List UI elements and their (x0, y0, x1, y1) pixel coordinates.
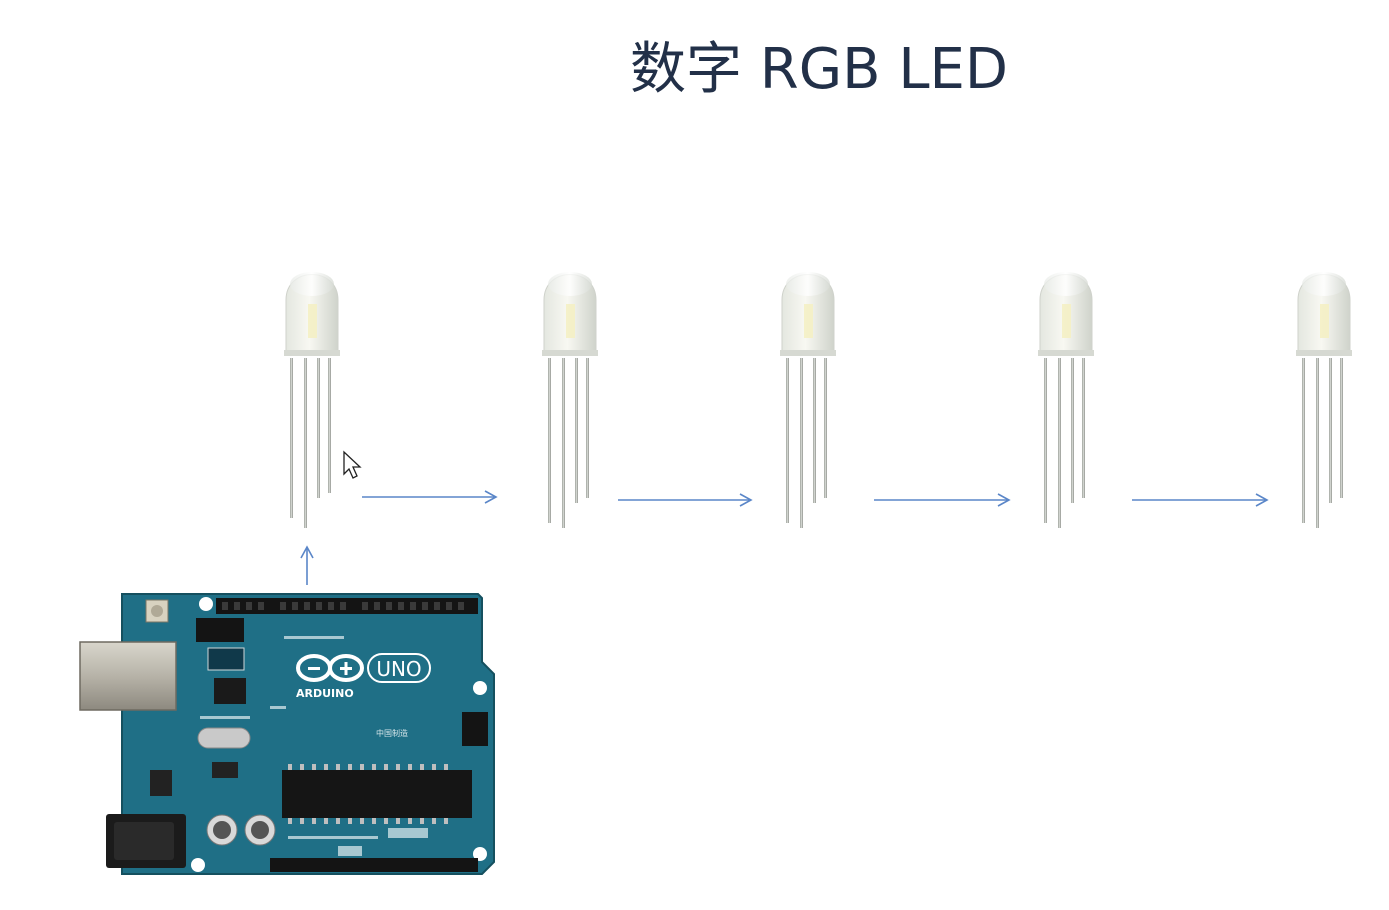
led-lead (813, 358, 816, 503)
led-lead (562, 358, 565, 528)
led-lead (1044, 358, 1047, 523)
rgb-led-1 (284, 272, 340, 528)
uno-badge (367, 653, 431, 683)
board-made-in-text: 中国制造 (376, 728, 408, 738)
led-lead (786, 358, 789, 523)
led-lead (1340, 358, 1343, 498)
led-lead (328, 358, 331, 493)
led-lead (1058, 358, 1061, 528)
led-lead (548, 358, 551, 523)
rgb-led-3 (780, 272, 836, 528)
rgb-led-4 (1038, 272, 1094, 528)
arduino-logo-icon (296, 654, 364, 682)
led-lead (1316, 358, 1319, 528)
led-lead (1329, 358, 1332, 503)
arduino-uno-board: ARDUINO UNO 中国制造 (79, 593, 495, 875)
usb-connector (79, 641, 177, 711)
led-lead (304, 358, 307, 528)
atmega-chip (282, 770, 472, 818)
crystal (197, 727, 251, 749)
rgb-led-2 (542, 272, 598, 528)
rgb-led-5 (1296, 272, 1352, 528)
led-lead (575, 358, 578, 503)
mouse-pointer-icon (343, 450, 362, 479)
arduino-logo-text: ARDUINO (296, 687, 354, 700)
led-lead (1082, 358, 1085, 498)
slide-title: 数字 RGB LED (630, 37, 1009, 102)
led-lead (1071, 358, 1074, 503)
led-lead (317, 358, 320, 498)
led-lead (586, 358, 589, 498)
led-lead (800, 358, 803, 528)
led-lead (824, 358, 827, 498)
uno-badge-text: UNO (376, 657, 421, 681)
led-lead (1302, 358, 1305, 523)
led-lead (290, 358, 293, 518)
power-analog-header (270, 858, 478, 872)
